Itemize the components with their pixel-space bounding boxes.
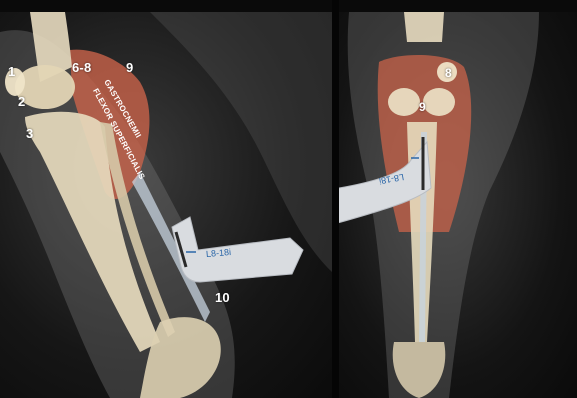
lateral-view-illustration [0, 12, 332, 398]
ultrasound-probe [172, 217, 303, 282]
label-9: 9 [419, 100, 426, 114]
lateral-view-panel: 1 2 3 6-8 9 10 GASTROCNEMII FLEXOR SUPER… [0, 12, 332, 398]
label-1: 1 [8, 64, 15, 79]
lateral-condyle [423, 88, 455, 116]
label-9: 9 [126, 60, 133, 75]
label-2: 2 [18, 94, 25, 109]
femur-bone [404, 12, 444, 42]
caudal-view-illustration [339, 12, 577, 398]
caudal-view-panel: 8 9 L8-18i [339, 12, 577, 398]
panel-divider [332, 0, 339, 398]
label-3: 3 [26, 126, 33, 141]
label-8: 8 [445, 66, 452, 80]
label-10: 10 [215, 290, 230, 305]
label-6-8: 6-8 [72, 60, 91, 75]
medial-condyle [388, 88, 420, 116]
